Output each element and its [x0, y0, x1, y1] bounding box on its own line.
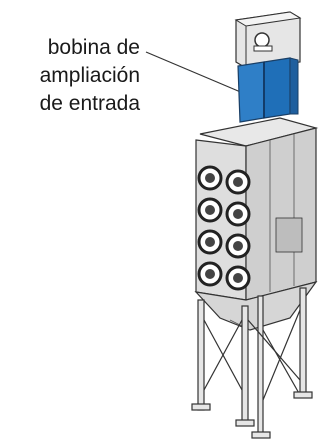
callout-line-2: ampliación [39, 64, 140, 87]
inlet-expansion-coil [237, 57, 299, 123]
cartridge-port [225, 265, 251, 291]
cartridge-port [225, 201, 251, 227]
support-legs [191, 287, 313, 439]
callout-leader-line [145, 51, 251, 97]
cartridge-port [197, 165, 223, 191]
callout-line-3: de entrada [39, 92, 140, 115]
hopper [194, 281, 318, 331]
cartridge-port [197, 261, 223, 287]
top-inlet-box [234, 11, 302, 69]
cartridge-port [225, 233, 251, 259]
callout-label: bobina de ampliación de entrada [0, 34, 140, 118]
inlet-port-icon [254, 32, 270, 48]
cartridge-port [225, 169, 251, 195]
callout-line-1: bobina de [47, 36, 140, 59]
cartridge-ports [197, 165, 251, 291]
cartridge-port [197, 229, 223, 255]
cartridge-port [197, 197, 223, 223]
